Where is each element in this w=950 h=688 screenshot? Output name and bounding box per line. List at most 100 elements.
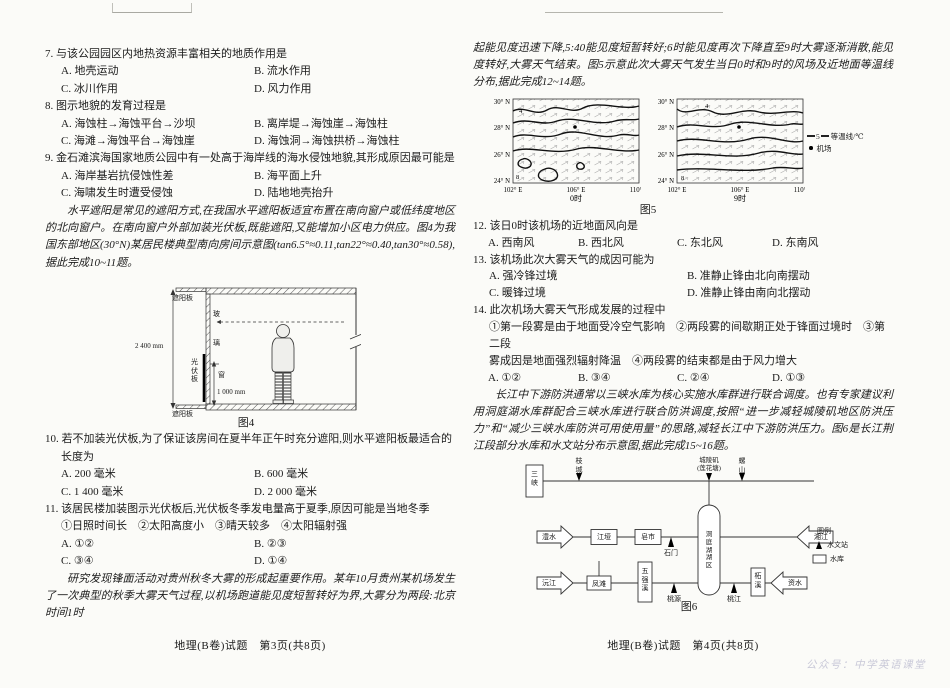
fengtan-label: 凤滩 (592, 579, 606, 588)
airport-dot-icon (809, 146, 813, 150)
question-8: 8. 图示地貌的发育过程是 A. 海蚀柱→海蚀平台→沙坝 B. 离岸堤→海蚀崖→海… (45, 98, 455, 150)
option-c: C. 暖锋过境 (489, 287, 546, 300)
option-a: A. 地壳运动 (61, 65, 119, 78)
isotherm-value-label: 8 (516, 174, 519, 181)
page-4-column: 起能见度迅速下降,5:40能见度短暂转好;6时能见度再次下降直至9时大雾逐渐消散… (473, 40, 893, 617)
page-4-footer: 地理(B卷)试题 第4页(共8页) (607, 640, 759, 652)
option-c: C. ③④ (61, 555, 94, 568)
question-11: 11. 该居民楼加装图示光伏板后,光伏板冬季发电量高于夏季,原因可能是当地冬季 … (45, 501, 455, 571)
lon-label: 110° E (630, 187, 641, 194)
legend-isotherm-label: 等温线/℃ (830, 131, 864, 141)
isotherm-value-label: 4 (705, 103, 709, 110)
map-time-caption: 0时 (570, 193, 582, 203)
taoyuan-label: 桃源 (667, 595, 681, 604)
dongting-lake-oval (697, 504, 721, 596)
isotherm-lines (676, 108, 804, 171)
sanxia-label: 三峡 (531, 470, 538, 487)
question-9-stem: 9. 金石滩滨海国家地质公园中有一处高于海岸线的海水侵蚀地貌,其形成原因最可能是 (45, 152, 455, 165)
jiangya-label: 江垭 (597, 533, 611, 542)
zaoshi-box (634, 529, 662, 546)
river-lines (543, 480, 814, 584)
option-b: B. 海平面上升 (254, 169, 322, 182)
lishui-label: 澧水 (542, 533, 556, 542)
zhicheng-marker (576, 473, 582, 482)
lat-label: 28° N (494, 125, 510, 132)
passage-flood-control: 长江中下游防洪通常以三峡水库为核心实施水库群进行联合调度。也有专家建议利用洞庭湖… (473, 388, 893, 452)
jiangya-box (590, 529, 618, 546)
glass-label-top: 玻 (213, 310, 220, 319)
legend-reservoir-icon (812, 554, 827, 564)
option-d: D. ①④ (254, 555, 288, 568)
option-a: A. 西南风 (488, 236, 535, 249)
isotherm-lines (512, 104, 640, 182)
ceiling-slab (175, 287, 357, 295)
zhexi-label: 柘溪 (754, 572, 762, 589)
chenglingji-label: 城陵矶 (699, 457, 719, 465)
right-wall-break (349, 288, 361, 411)
option-b: B. 离岸堤→海蚀崖→海蚀柱 (254, 117, 388, 130)
question-9: 9. 金石滩滨海国家地质公园中有一处高于海岸线的海水侵蚀地貌,其形成原因最可能是… (45, 150, 455, 202)
option-b: B. 600 毫米 (254, 468, 309, 481)
scan-artifact-left (112, 3, 192, 13)
lon-label: 102° E (504, 187, 523, 194)
lon-label: 106° E (567, 187, 586, 194)
lat-label: 26° N (494, 152, 510, 159)
taojiang-label: 桃江 (727, 595, 741, 604)
person-figure (271, 324, 295, 405)
isotherm-line-icon (820, 135, 829, 137)
luoshan-label: 螺山 (738, 457, 746, 474)
map-time-caption: 9时 (734, 193, 746, 203)
glass-wall (205, 293, 211, 405)
luoshan-marker (739, 473, 745, 482)
taojiang-marker (731, 583, 737, 594)
fig6-legend-title: 图例 (817, 527, 831, 536)
isotherm-line-icon (807, 135, 815, 137)
dongting-lake-label: 洞庭湖湖区 (705, 531, 713, 569)
option-d: D. 陆地地壳抬升 (254, 187, 334, 200)
option-d: D. 2 000 毫米 (254, 485, 317, 498)
question-10-stem: 10. 若不加装光伏板,为了保证该房间在夏半年正午时充分遮阳,则水平遮阳板最适合… (45, 433, 452, 463)
taoyuan-marker (671, 583, 677, 594)
shimen-label: 石门 (664, 549, 678, 558)
question-8-stem: 8. 图示地貌的发育过程是 (45, 100, 166, 113)
yuanjiang-label: 沅江 (542, 579, 556, 588)
options-row: C. ③④ D. ①④ (45, 553, 455, 570)
lat-label: 30° N (658, 99, 674, 106)
lat-label: 24° N (658, 178, 674, 185)
option-d: D. 东南风 (772, 236, 819, 249)
window-label: 窗 (218, 371, 225, 380)
yuanjiang-arrow (536, 571, 574, 596)
zishui-arrow (770, 571, 808, 596)
zishui-label: 资水 (788, 579, 802, 588)
option-c: C. 1 400 毫米 (61, 485, 124, 498)
figure-5-maps: 4 8 30° N 28° N 26° N 24° N 102° E 106° … (483, 95, 893, 203)
option-a: A. 海蚀柱→海蚀平台→沙坝 (61, 117, 196, 130)
airport-dot (573, 124, 577, 129)
passage-fog-intro: 研究发现锋面活动对贵州秋冬大雾的形成起重要作用。某年10月贵州某机场发生了一次典… (45, 572, 455, 620)
chenglingji-marker (706, 473, 712, 482)
option-a: A. 200 毫米 (61, 468, 116, 481)
figure-4-caption: 图4 (237, 417, 255, 430)
figure-5-caption: 图5 (639, 203, 657, 216)
options-row: A. 海蚀柱→海蚀平台→沙坝 B. 离岸堤→海蚀崖→海蚀柱 (45, 116, 455, 133)
figure-6-river-diagram: 三峡 枝城 城陵矶 (莲花塘) 螺山 澧水 江垭 皂市 石门 湘江 沅江 凤滩 … (499, 457, 879, 617)
pv-panel-label: 光伏板 (191, 358, 198, 384)
option-d: D. 海蚀洞→海蚀拱桥→海蚀柱 (254, 135, 400, 148)
wuqiangxi-box (637, 561, 653, 603)
wuqiangxi-label: 五强溪 (641, 567, 649, 593)
lat-label: 30° N (494, 99, 510, 106)
option-b: B. ②③ (254, 537, 287, 550)
figure-4-drawing (170, 287, 361, 411)
fig6-legend-reservoir-label: 水库 (830, 555, 844, 564)
lat-label: 24° N (494, 178, 510, 185)
